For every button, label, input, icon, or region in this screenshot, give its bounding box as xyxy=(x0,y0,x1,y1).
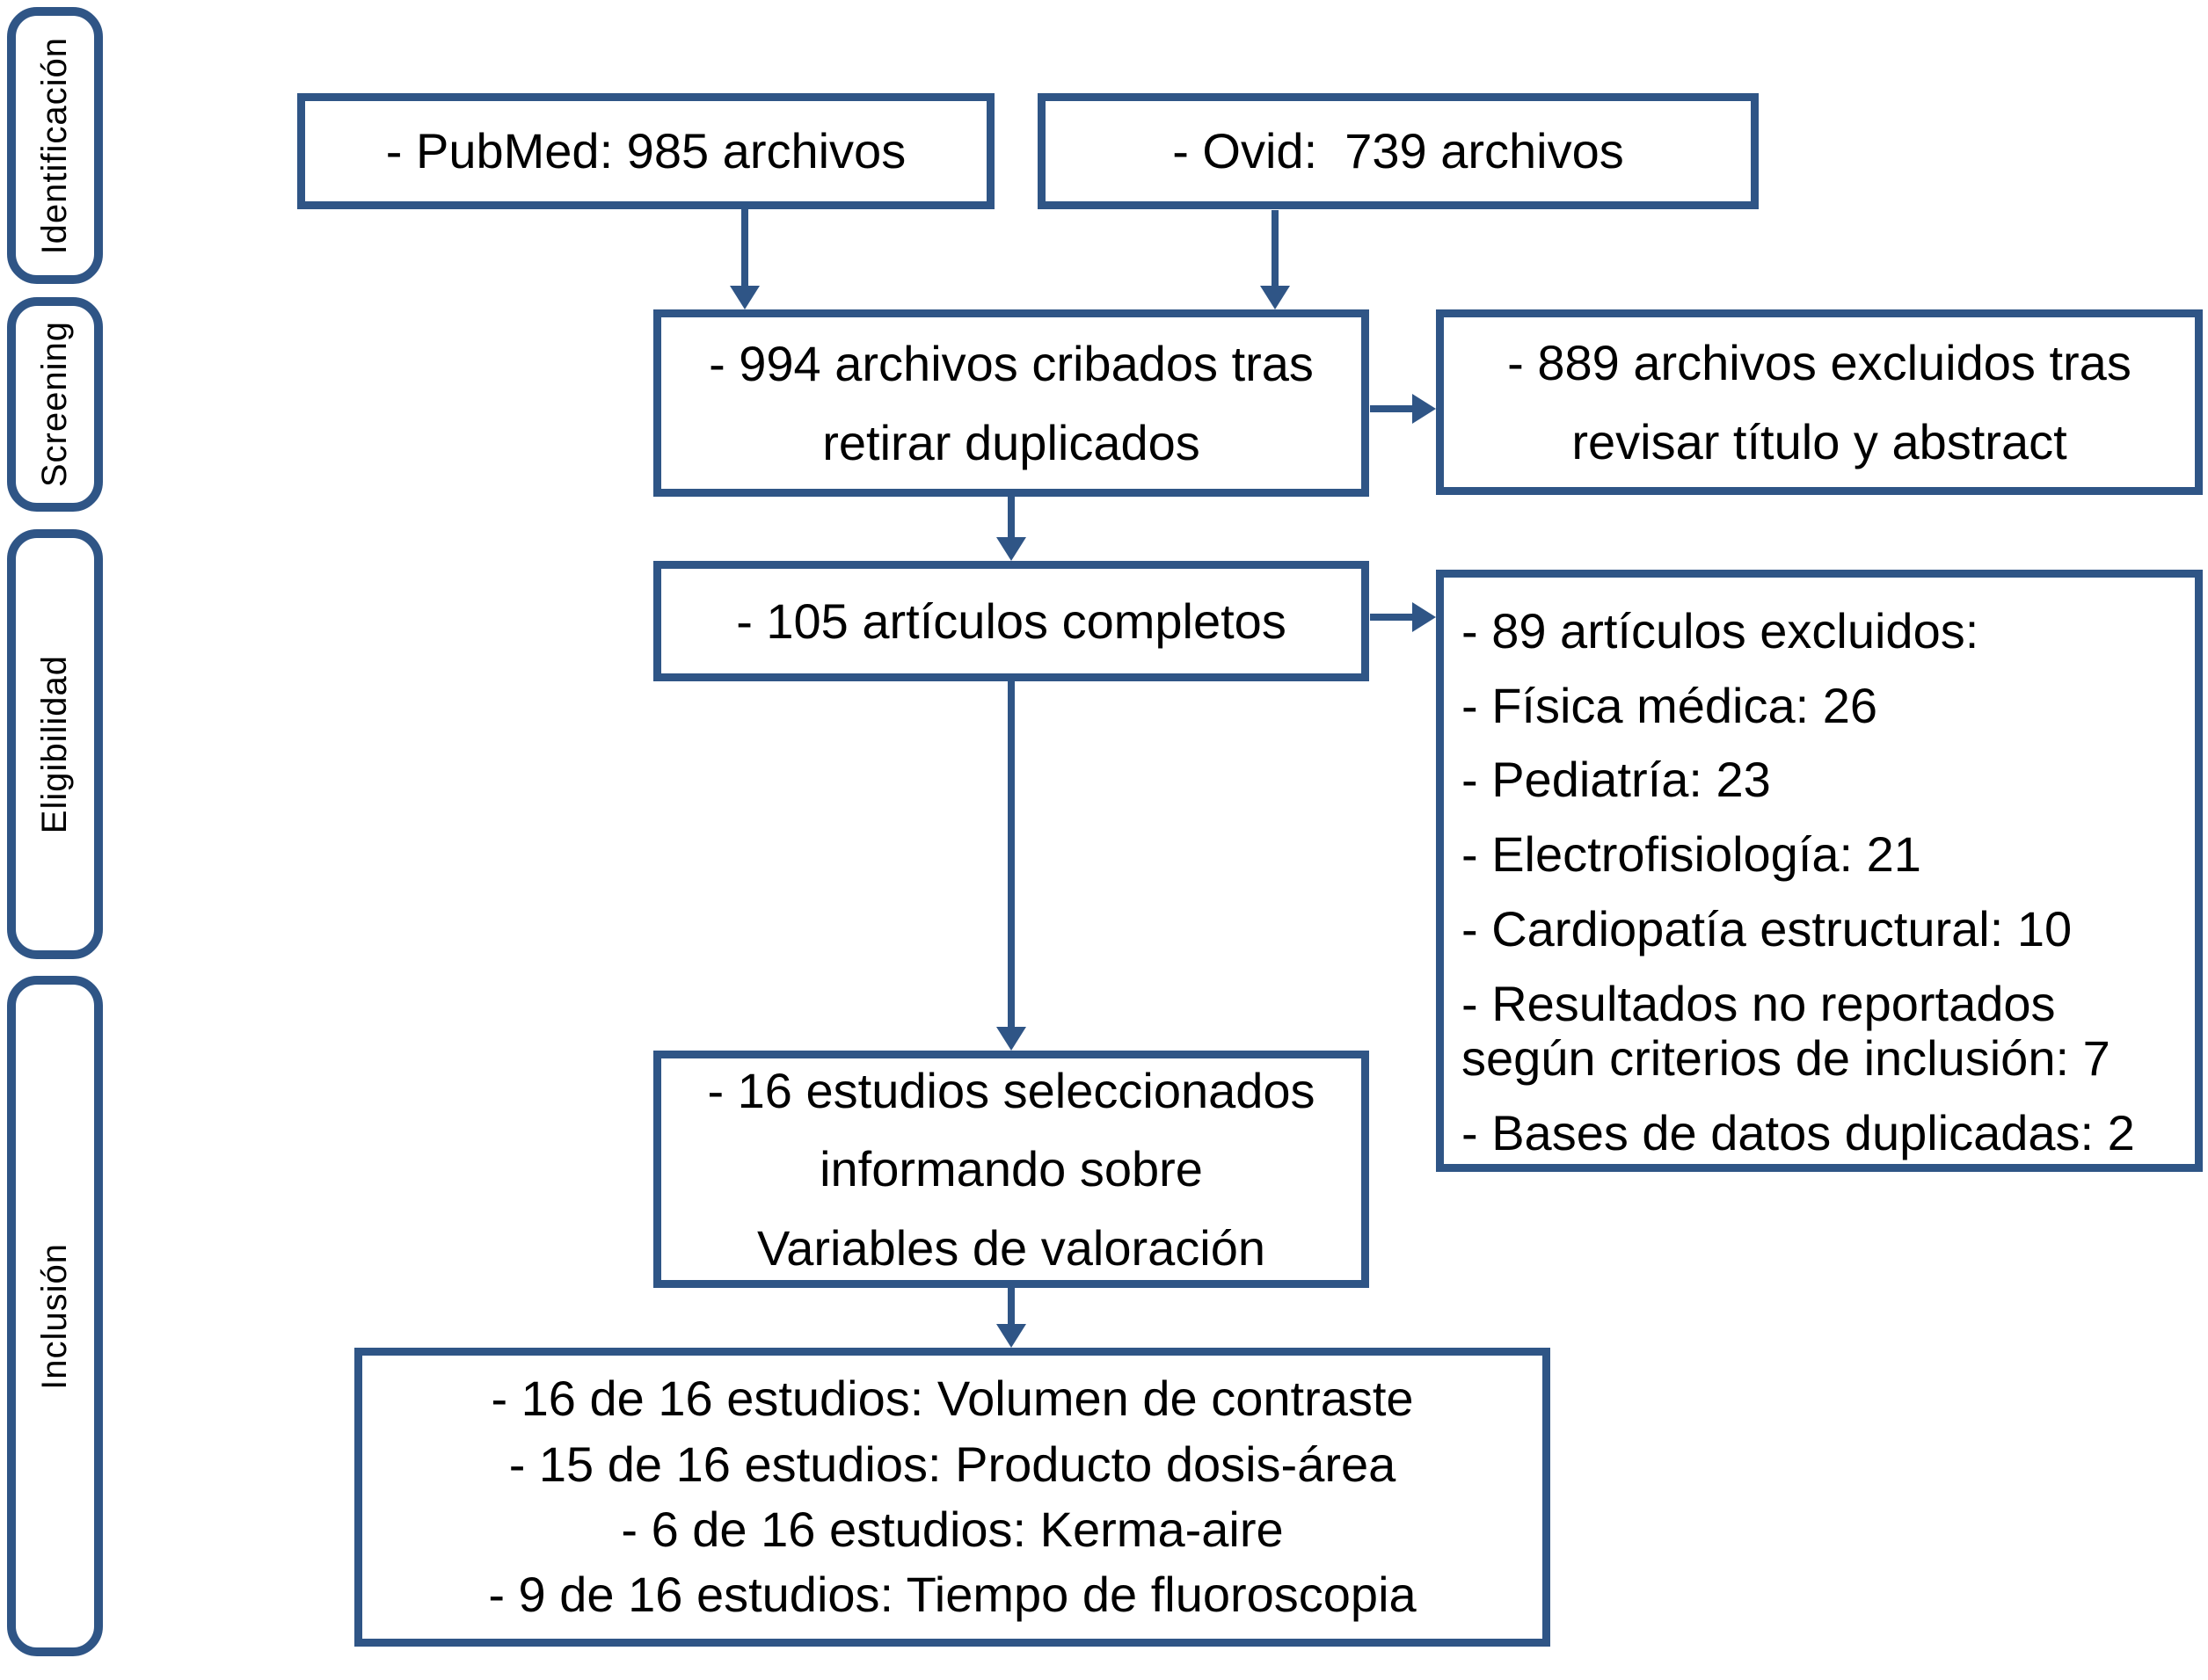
arrow-shaft xyxy=(1008,497,1015,540)
stage-label-inclusion: Inclusión xyxy=(35,1242,74,1390)
arrow-pubmed-down xyxy=(730,209,760,309)
arrow-shaft xyxy=(1370,614,1415,621)
stage-identificacion: Identificación xyxy=(7,7,103,284)
arrow-shaft xyxy=(1370,405,1415,412)
arrow-head-icon xyxy=(996,1027,1026,1051)
node-screened-line: - 994 archivos cribados tras xyxy=(709,335,1314,391)
arrow-fulltext-down xyxy=(996,681,1026,1051)
excluded-item: - Bases de datos duplicadas: 2 xyxy=(1461,1105,2135,1161)
node-outcomes-line: - 6 de 16 estudios: Kerma-aire xyxy=(621,1502,1284,1557)
node-outcomes-line: - 15 de 16 estudios: Producto dosis-área xyxy=(508,1436,1396,1492)
node-excluded-fulltext: - 89 artículos excluidos: - Física médic… xyxy=(1436,570,2203,1172)
stage-screening: Screening xyxy=(7,297,103,512)
arrow-head-icon xyxy=(730,286,760,309)
node-ovid: - Ovid: 739 archivos xyxy=(1038,93,1759,209)
node-excluded-title-abstract-line: revisar título y abstract xyxy=(1571,413,2067,469)
arrow-fulltext-right xyxy=(1370,602,1436,632)
node-outcomes-line: - 16 de 16 estudios: Volumen de contrast… xyxy=(491,1371,1414,1427)
arrow-head-icon xyxy=(1260,286,1290,309)
arrow-head-icon xyxy=(996,537,1026,561)
node-excluded-title-abstract-line: - 889 archivos excluidos tras xyxy=(1507,334,2131,390)
node-pubmed: - PubMed: 985 archivos xyxy=(297,93,995,209)
node-outcomes: - 16 de 16 estudios: Volumen de contrast… xyxy=(354,1348,1550,1647)
arrow-shaft xyxy=(741,209,748,288)
arrow-shaft xyxy=(1008,681,1015,1029)
excluded-item: - Física médica: 26 xyxy=(1461,677,1878,733)
node-fulltext-label: - 105 artículos completos xyxy=(736,593,1286,649)
arrow-shaft xyxy=(1008,1287,1015,1327)
excluded-item: - Pediatría: 23 xyxy=(1461,752,1771,808)
node-pubmed-label: - PubMed: 985 archivos xyxy=(385,123,907,179)
arrow-head-icon xyxy=(1412,394,1436,424)
arrow-screened-right xyxy=(1370,394,1436,424)
node-outcomes-line: - 9 de 16 estudios: Tiempo de fluoroscop… xyxy=(488,1567,1417,1623)
excluded-item: - Resultados no reportados según criteri… xyxy=(1461,975,2110,1087)
node-selected-line: Variables de valoración xyxy=(757,1219,1265,1276)
node-screened: - 994 archivos cribados tras retirar dup… xyxy=(653,309,1369,497)
node-selected-line: - 16 estudios seleccionados xyxy=(707,1062,1315,1118)
stage-label-screening: Screening xyxy=(35,321,74,488)
stage-label-eligibilidad: Eligibilidad xyxy=(35,654,74,834)
excluded-item: - 89 artículos excluidos: xyxy=(1461,603,1979,658)
node-ovid-label: - Ovid: 739 archivos xyxy=(1172,123,1624,179)
node-excluded-title-abstract: - 889 archivos excluidos tras revisar tí… xyxy=(1436,309,2203,495)
arrow-ovid-down xyxy=(1260,210,1290,309)
node-selected-line: informando sobre xyxy=(820,1141,1203,1197)
excluded-item: - Cardiopatía estructural: 10 xyxy=(1461,900,2073,956)
stage-eligibilidad: Eligibilidad xyxy=(7,529,103,959)
arrow-screened-down xyxy=(996,497,1026,561)
arrow-shaft xyxy=(1272,210,1279,288)
arrow-head-icon xyxy=(996,1324,1026,1348)
excluded-item: - Electrofisiología: 21 xyxy=(1461,826,1921,883)
node-screened-line: retirar duplicados xyxy=(822,414,1200,470)
node-fulltext: - 105 artículos completos xyxy=(653,561,1369,681)
arrow-selected-down xyxy=(996,1287,1026,1348)
stage-label-identificacion: Identificación xyxy=(35,36,74,255)
arrow-head-icon xyxy=(1412,602,1436,632)
stage-inclusion: Inclusión xyxy=(7,976,103,1656)
node-selected: - 16 estudios seleccionados informando s… xyxy=(653,1051,1369,1288)
